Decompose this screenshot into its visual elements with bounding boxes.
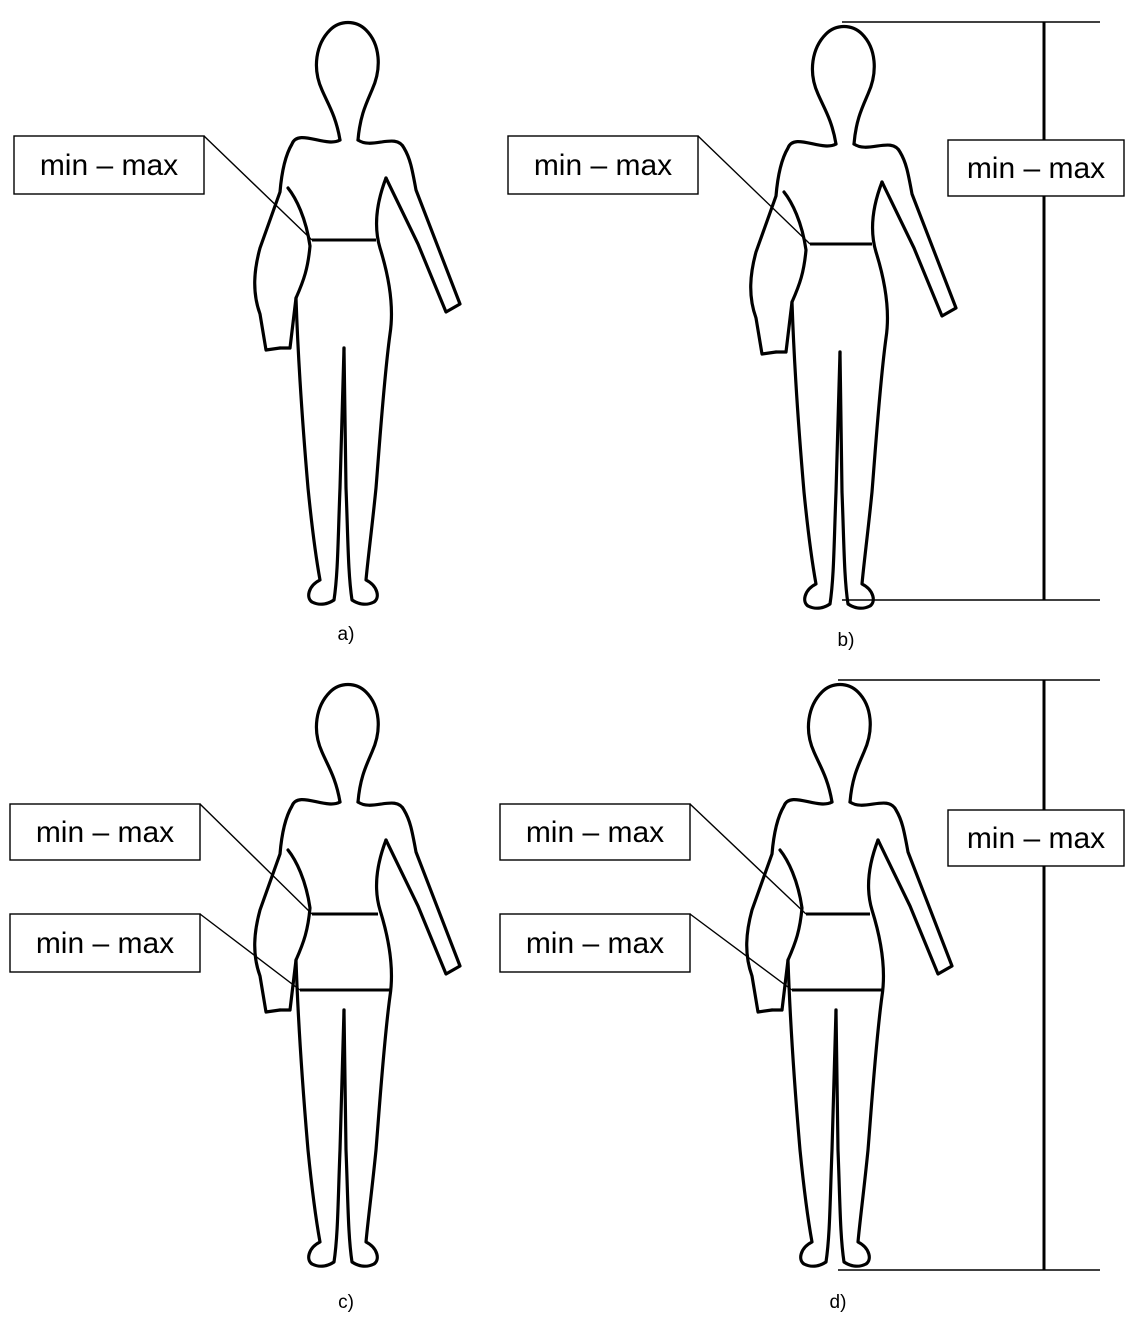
label-c-hip: min – max — [36, 927, 174, 960]
label-d-waist: min – max — [526, 816, 664, 849]
label-d-height: min – max — [967, 822, 1105, 855]
caption-d: d) — [830, 1292, 847, 1313]
label-b-waist: min – max — [534, 149, 672, 182]
label-d-hip: min – max — [526, 927, 664, 960]
caption-b: b) — [838, 630, 855, 651]
caption-a: a) — [338, 624, 355, 645]
panel-d: min – max min – max min – max d) — [499, 679, 1125, 1313]
label-a-waist: min – max — [40, 149, 178, 182]
panel-b: min – max min – max b) — [507, 21, 1125, 651]
caption-c: c) — [338, 1292, 354, 1313]
label-b-height: min – max — [967, 152, 1105, 185]
panel-c: min – max min – max c) — [9, 682, 462, 1313]
panel-a: min – max a) — [13, 20, 462, 645]
label-c-waist: min – max — [36, 816, 174, 849]
